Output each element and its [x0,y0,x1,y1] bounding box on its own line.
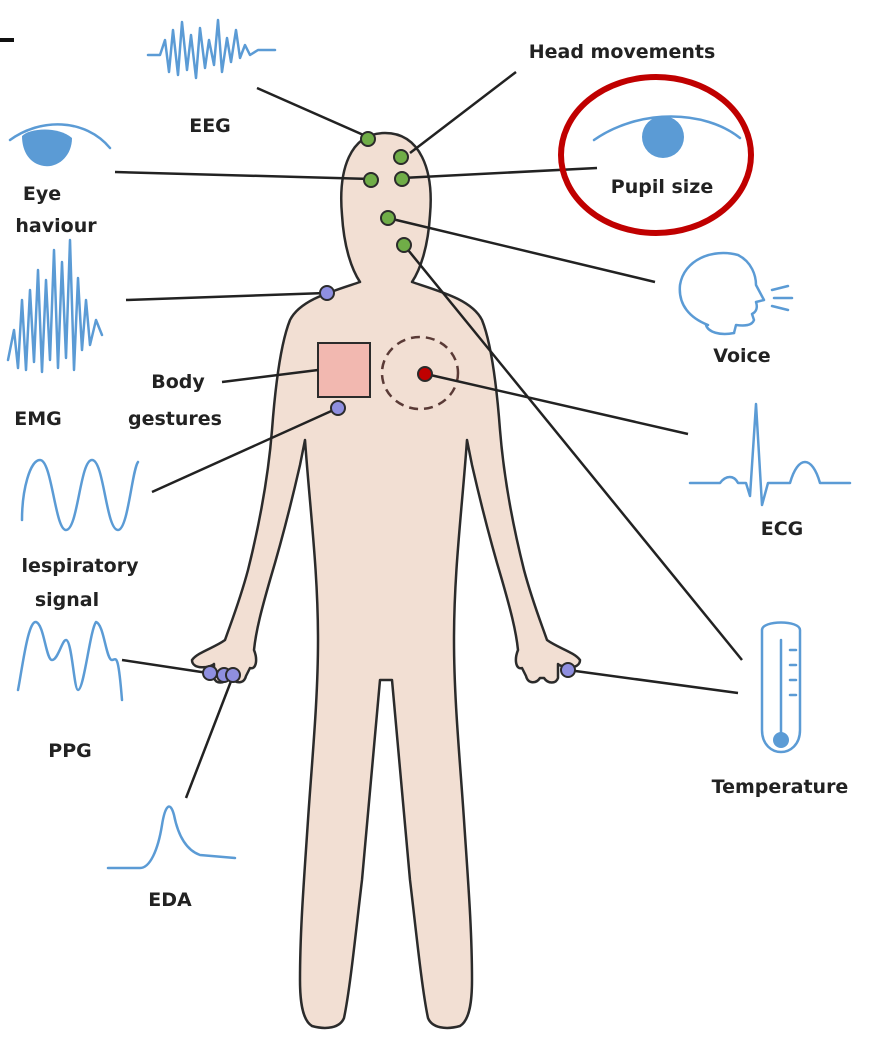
label-temperature: Temperature [712,776,849,798]
heart-sensor-dot [418,367,432,381]
ppg-wave-icon [18,622,122,700]
eda-wave-icon [108,807,235,868]
chest-sensor-pad [318,343,370,397]
ecg-wave-icon [690,404,850,505]
label-resp-line2: signal [35,589,99,611]
sensor-dot-green [381,211,395,225]
respiratory-wave-icon [22,460,138,530]
head-profile-icon [680,253,792,334]
human-body-silhouette [192,133,580,1028]
sensor-dot-green [361,132,375,146]
sensor-dot-purple [561,663,575,677]
label-body-line1: Body [151,371,205,393]
sensor-dot-purple [320,286,334,300]
label-eda: EDA [148,889,192,911]
sensor-dot-purple [203,666,217,680]
label-eye-line2: haviour [15,215,97,237]
pupil-eye-icon [594,116,740,158]
label-head-movements: Head movements [529,41,716,63]
label-ecg: ECG [761,518,804,540]
emg-wave-icon [8,240,102,372]
eeg-wave-icon [148,20,275,78]
label-pupil-size: Pupil size [611,176,713,198]
label-eeg: EEG [189,115,231,137]
sensor-dot-purple [331,401,345,415]
label-emg: EMG [14,408,61,430]
label-resp-line1: lespiratory [22,555,140,577]
eye-icon [10,124,110,166]
sensor-dot-green [364,173,378,187]
label-body-line2: gestures [128,408,222,430]
sensor-dot-green [397,238,411,252]
sensor-dot-purple [226,668,240,682]
sensor-dot-green [395,172,409,186]
label-voice: Voice [713,345,770,367]
label-ppg: PPG [48,740,91,762]
label-eye-line1: Eye [23,183,61,205]
sensor-dot-green [394,150,408,164]
thermometer-icon [762,623,800,753]
